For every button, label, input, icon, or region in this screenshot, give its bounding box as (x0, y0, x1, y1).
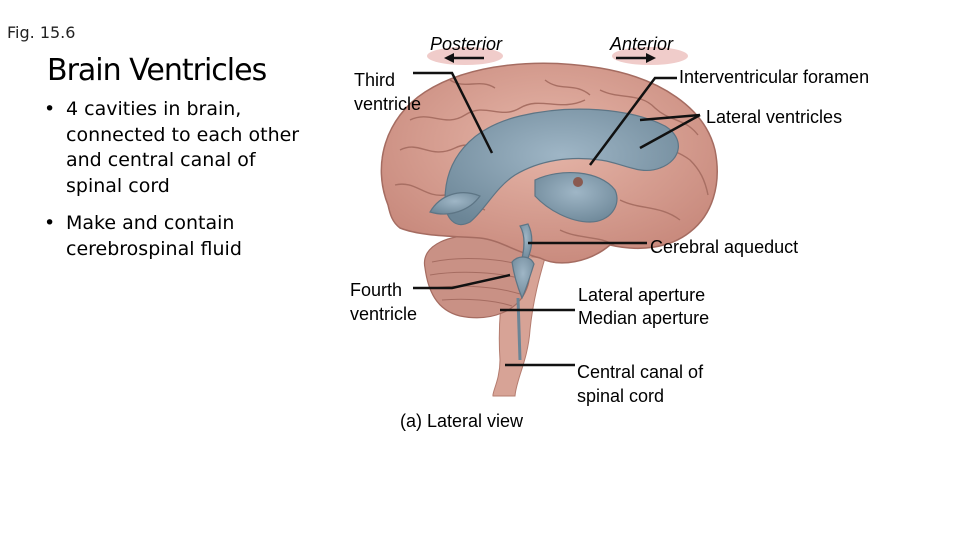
label-lateral-aperture: Lateral aperture (578, 285, 706, 305)
bullet-text: Make and contain cerebrospinal fluid (66, 212, 242, 260)
anterior-arrow (612, 47, 688, 65)
leader-fourth-ventricle (413, 273, 511, 290)
slide-title: Brain Ventricles (47, 53, 267, 88)
label-lateral-ventricles: Lateral ventricles (706, 107, 843, 127)
bullet-list: • 4 cavities in brain, connected to each… (44, 97, 314, 274)
interventricular-foramen-dot (573, 177, 583, 187)
label-cerebral-aqueduct: Cerebral aqueduct (650, 237, 799, 257)
label-fourth-ventricle: Fourth ventricle (350, 280, 418, 324)
bullet-text: 4 cavities in brain, connected to each o… (66, 98, 300, 197)
posterior-label: Posterior (430, 34, 503, 54)
fourth-ventricle-shape (511, 256, 535, 300)
lateral-horn-shape (429, 192, 481, 215)
bullet-marker: • (44, 212, 56, 234)
figure-caption: (a) Lateral view (400, 411, 524, 431)
figure-number: Fig. 15.6 (7, 23, 76, 42)
label-third-ventricle: Third ventricle (354, 70, 422, 114)
third-ventricle-shape (534, 171, 618, 223)
bullet-item: • Make and contain cerebrospinal fluid (44, 211, 314, 262)
label-median-aperture: Median aperture (578, 308, 710, 328)
anterior-label: Anterior (610, 34, 674, 54)
leader-third-ventricle (413, 71, 494, 154)
label-central-canal: Central canal of spinal cord (577, 362, 704, 406)
ventricle-system (429, 108, 679, 361)
central-canal-shape (516, 297, 522, 361)
label-interventricular-foramen: Interventricular foramen (679, 67, 870, 87)
bullet-marker: • (44, 98, 56, 120)
leader-lateral-ventricles-a (639, 113, 701, 122)
leader-interventricular-foramen (588, 76, 677, 166)
leader-lines (413, 71, 701, 367)
bullet-item: • 4 cavities in brain, connected to each… (44, 97, 314, 199)
posterior-arrow (427, 47, 503, 65)
lateral-ventricle-shape (444, 108, 679, 226)
leader-lateral-ventricles-b (639, 113, 701, 150)
